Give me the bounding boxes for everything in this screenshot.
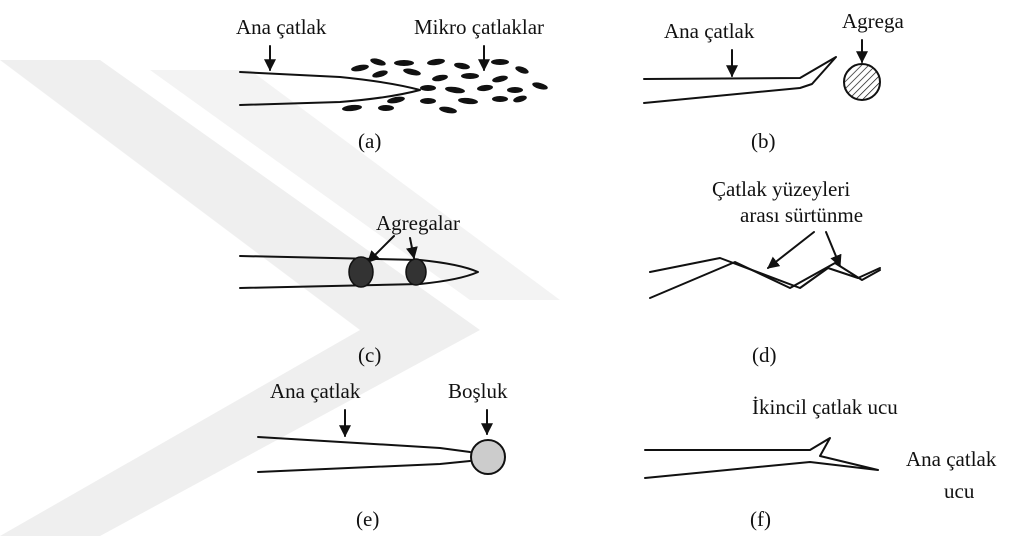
aggregate-1	[348, 256, 374, 288]
label-void: Boşluk	[448, 379, 508, 403]
label-crack-surfaces: Çatlak yüzeyleri	[712, 177, 850, 201]
label-tip: ucu	[944, 479, 975, 503]
label-main-crack-e: Ana çatlak	[270, 379, 361, 403]
label-friction: arası sürtünme	[740, 203, 863, 227]
caption-f: (f)	[750, 507, 771, 531]
crack-surface-upper	[649, 257, 881, 289]
main-crack-e-upper	[257, 436, 471, 453]
micro-crack-ellipses	[342, 58, 548, 114]
panel-b: Ana çatlak Agrega (b)	[643, 9, 904, 153]
arrow-aggregate-2	[405, 237, 418, 260]
crack-with-secondary-branch	[644, 437, 879, 479]
main-crack-b	[643, 56, 837, 104]
crack-surface-lower	[649, 261, 881, 299]
caption-a: (a)	[358, 129, 381, 153]
main-crack-a	[239, 71, 421, 106]
panel-d: Çatlak yüzeyleri arası sürtünme (d)	[649, 177, 881, 367]
caption-c: (c)	[358, 343, 381, 367]
caption-d: (d)	[752, 343, 777, 367]
label-aggregate: Agrega	[842, 9, 904, 33]
arrow-friction-1	[767, 231, 815, 269]
aggregate-2	[405, 258, 427, 286]
label-main-crack-a: Ana çatlak	[236, 15, 327, 39]
panel-c: Agregalar (c)	[239, 211, 479, 367]
label-micro-cracks: Mikro çatlaklar	[414, 15, 544, 39]
arrow-friction-2	[825, 231, 842, 268]
panel-a: Ana çatlak Mikro çatlaklar	[236, 15, 548, 153]
panel-f: İkincil çatlak ucu Ana çatlak ucu (f)	[644, 395, 997, 531]
caption-e: (e)	[356, 507, 379, 531]
label-secondary-crack-tip: İkincil çatlak ucu	[752, 395, 898, 419]
aggregate-hatched	[843, 63, 881, 101]
main-crack-e-lower	[257, 460, 471, 473]
panel-e: Ana çatlak Boşluk (e)	[257, 379, 508, 531]
void-circle	[470, 439, 506, 475]
label-main-crack-b: Ana çatlak	[664, 19, 755, 43]
arrow-aggregate-1	[367, 235, 395, 263]
caption-b: (b)	[751, 129, 776, 153]
main-crack-c	[239, 255, 479, 289]
label-aggregates: Agregalar	[376, 211, 460, 235]
label-main-crack-tip: Ana çatlak	[906, 447, 997, 471]
